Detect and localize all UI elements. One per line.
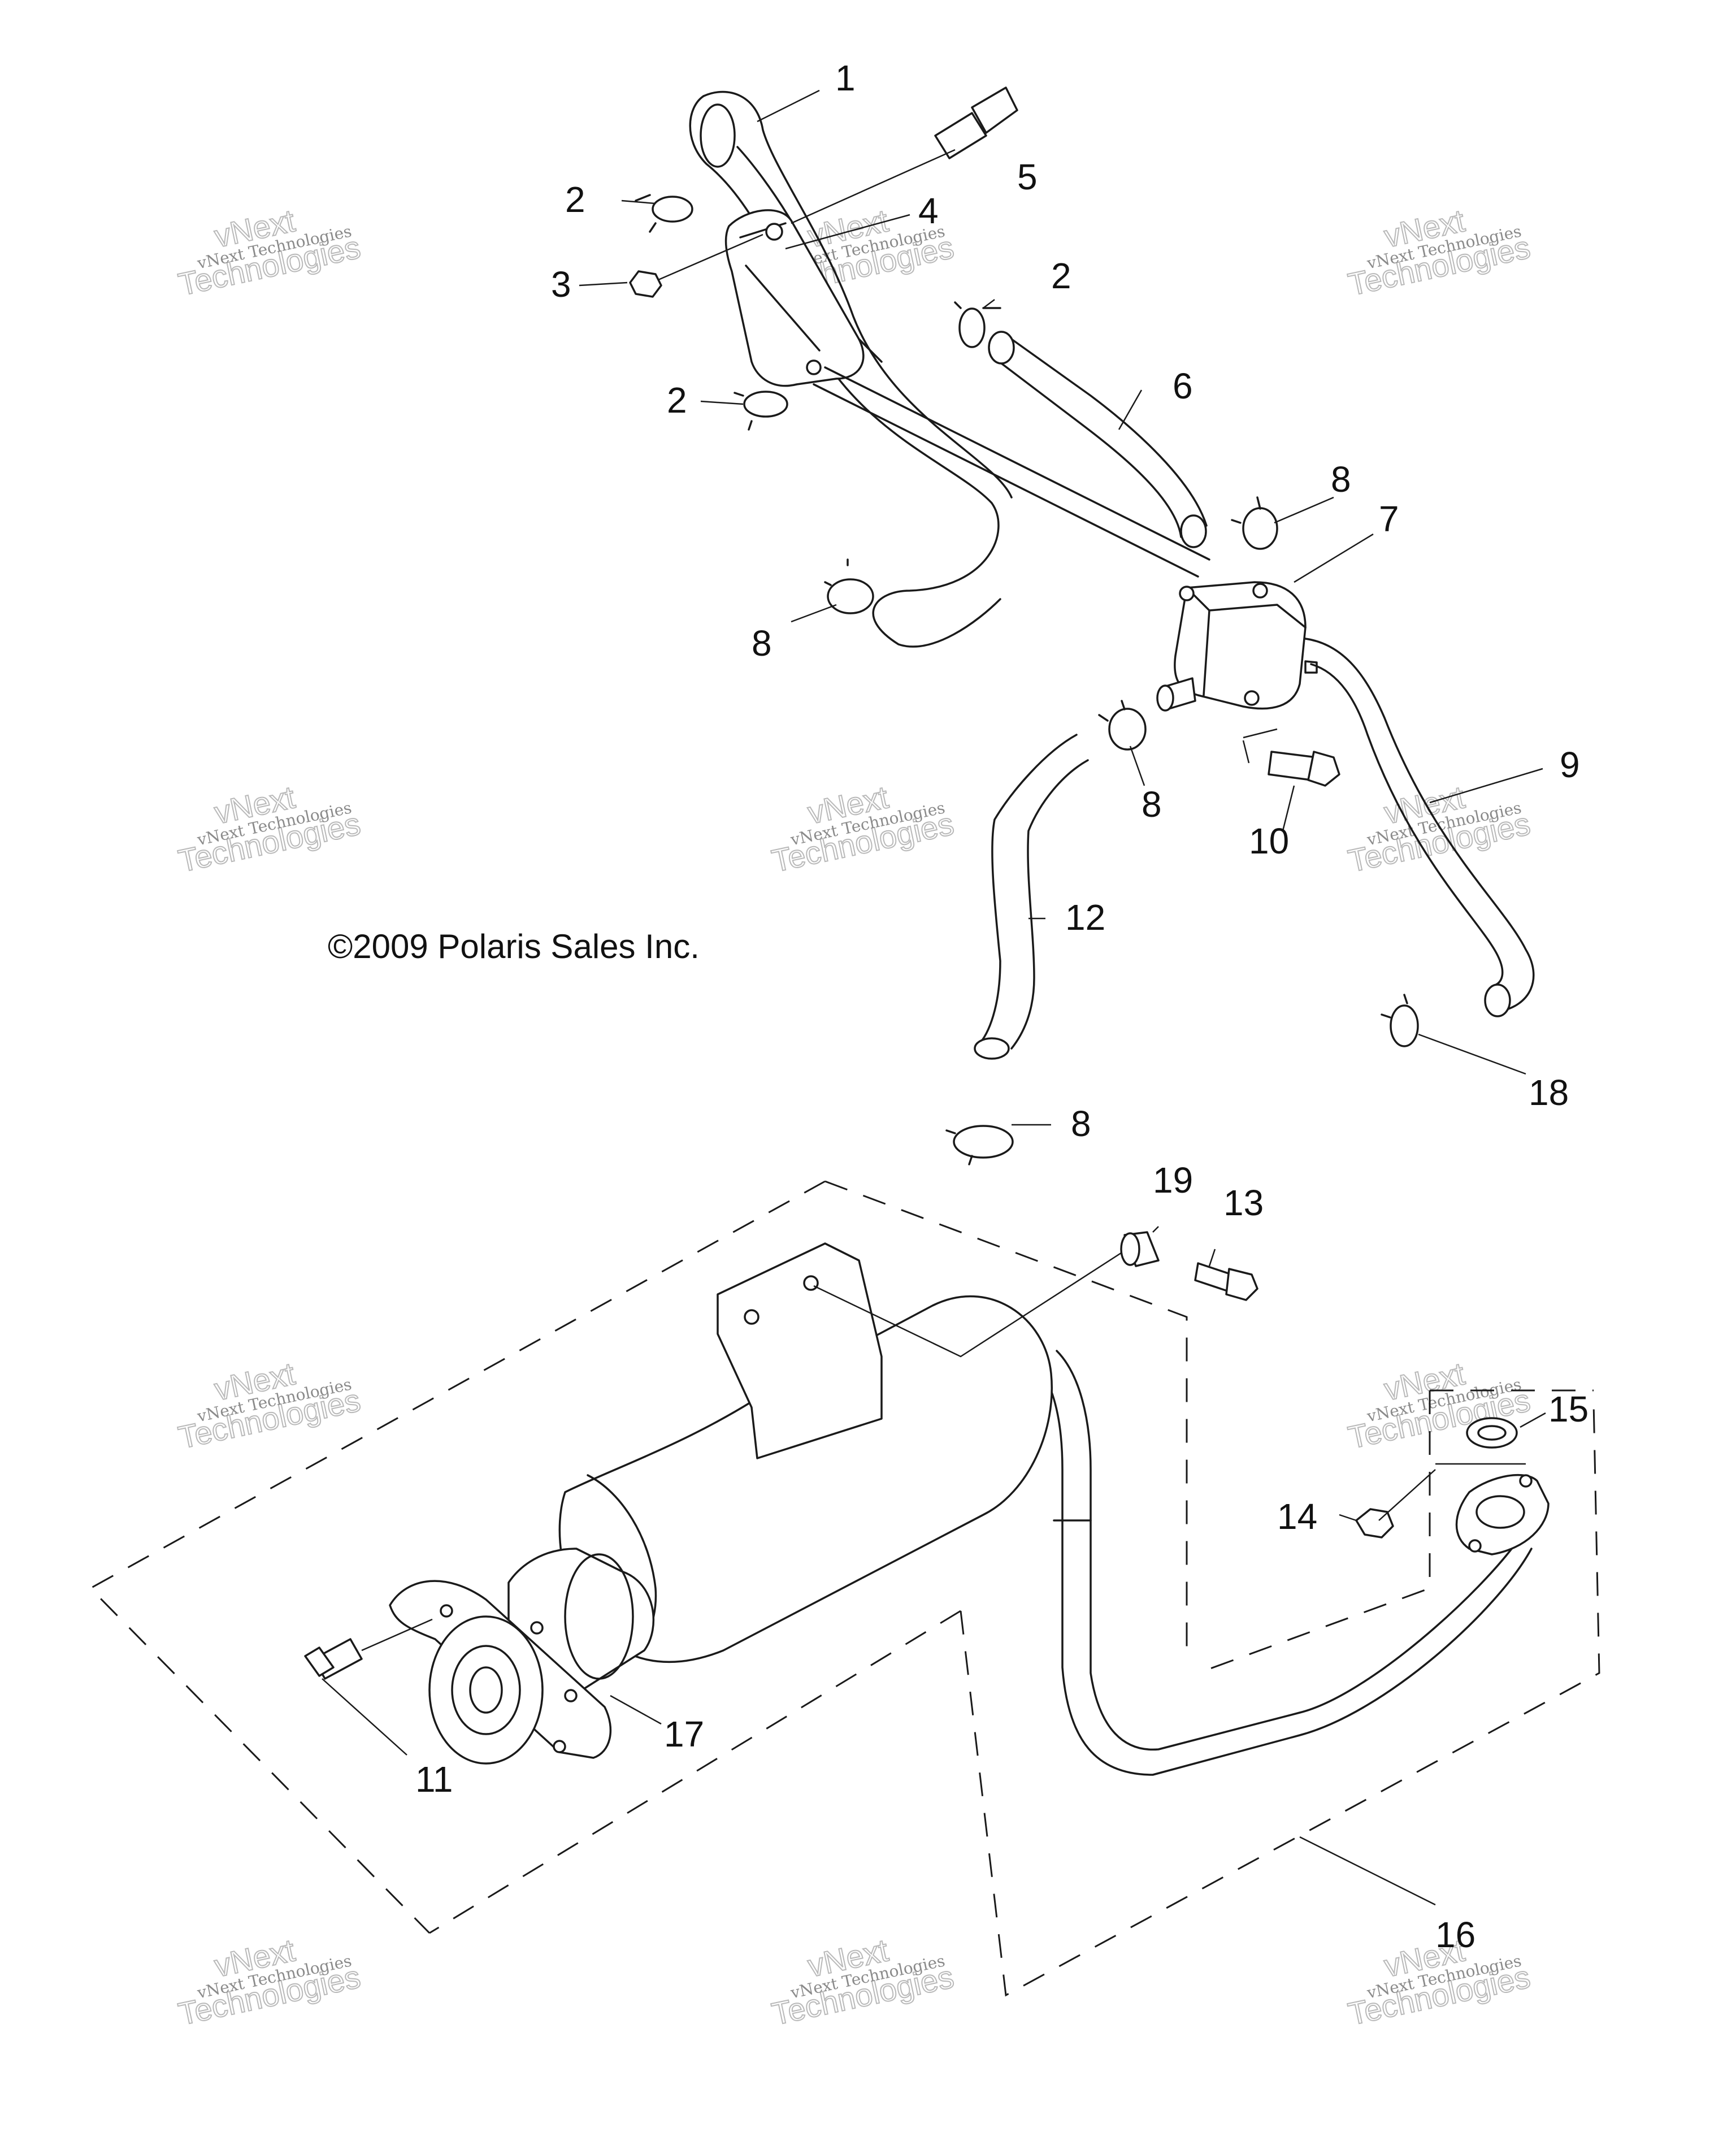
clamp-8b (824, 558, 874, 614)
hose-9 (1304, 638, 1535, 1017)
bolt-5 (791, 86, 1018, 224)
nut-14 (1355, 1469, 1436, 1539)
callout-12: 12 (1065, 897, 1105, 938)
valve-7 (1156, 581, 1318, 712)
callout-18: 18 (1529, 1072, 1569, 1113)
clamp-2a (635, 194, 693, 233)
flange-15 (1435, 1417, 1550, 1555)
callout-4: 4 (918, 190, 939, 231)
nut-3 (629, 233, 763, 298)
callout-2: 2 (565, 179, 585, 220)
exhaust-pipe-16 (1016, 1344, 1533, 1776)
clamp-2b (954, 301, 1001, 348)
callout-17: 17 (664, 1714, 704, 1754)
callout-8: 8 (1142, 784, 1162, 825)
callout-2: 2 (1051, 255, 1071, 296)
watermark: vNext Technologies vNext Technologies (175, 202, 364, 303)
copyright-notice: ©2009 Polaris Sales Inc. (328, 928, 700, 965)
callout-19: 19 (1153, 1160, 1193, 1201)
callout-11: 11 (415, 1759, 453, 1800)
hose-6 (988, 331, 1208, 548)
dashed-outline (89, 1180, 1600, 1997)
callout-7: 7 (1379, 499, 1399, 539)
callout-14: 14 (1277, 1496, 1317, 1537)
callout-8: 8 (752, 623, 772, 664)
callout-6: 6 (1173, 366, 1193, 406)
clamp-18 (1381, 994, 1419, 1047)
outlet-flange (389, 1580, 612, 1765)
spacer-19 (1120, 1231, 1160, 1267)
callout-16: 16 (1435, 1914, 1475, 1955)
connector-pipe (813, 366, 1210, 578)
hose-12 (974, 734, 1089, 1060)
watermark: vNext Technologies vNext Technologies (175, 1931, 364, 2033)
watermark: vNext Technologies vNext Technologies (175, 778, 364, 879)
callout-8: 8 (1331, 459, 1351, 500)
callout-9: 9 (1560, 744, 1580, 785)
muffler-bracket (717, 1242, 1136, 1459)
callout-13: 13 (1223, 1182, 1264, 1223)
clamp-2c (734, 391, 788, 431)
leader-lines (322, 89, 1546, 1906)
callout-10: 10 (1249, 821, 1289, 861)
valve-body-4 (724, 209, 883, 387)
callout-8: 8 (1071, 1103, 1091, 1144)
callout-15: 15 (1548, 1389, 1589, 1429)
clamp-8d (945, 1125, 1014, 1165)
callout-1: 1 (835, 58, 856, 98)
bolt-13 (1194, 1262, 1258, 1301)
callout-2: 2 (667, 380, 687, 421)
callout-labels: 1 2 3 4 5 2 2 6 8 7 8 9 8 10 12 18 8 19 … (415, 58, 1589, 1955)
bolt-11 (304, 1618, 433, 1680)
watermark: vNext Technologies vNext Technologies (175, 1355, 364, 1456)
bolt-10 (1242, 728, 1340, 787)
watermark: vNext Technologies vNext Technologies (1344, 202, 1534, 303)
watermarks: vNext Technologies vNext Technologies vN… (175, 202, 1534, 2033)
callout-5: 5 (1017, 157, 1038, 197)
watermark: vNext Technologies vNext Technologies (1344, 778, 1534, 879)
clamp-8a (1231, 496, 1278, 550)
watermark: vNext Technologies vNext Technologies (768, 1931, 957, 2033)
callout-3: 3 (551, 264, 571, 305)
watermark: vNext Technologies vNext Technologies (768, 778, 957, 879)
clamp-8c (1098, 700, 1147, 751)
